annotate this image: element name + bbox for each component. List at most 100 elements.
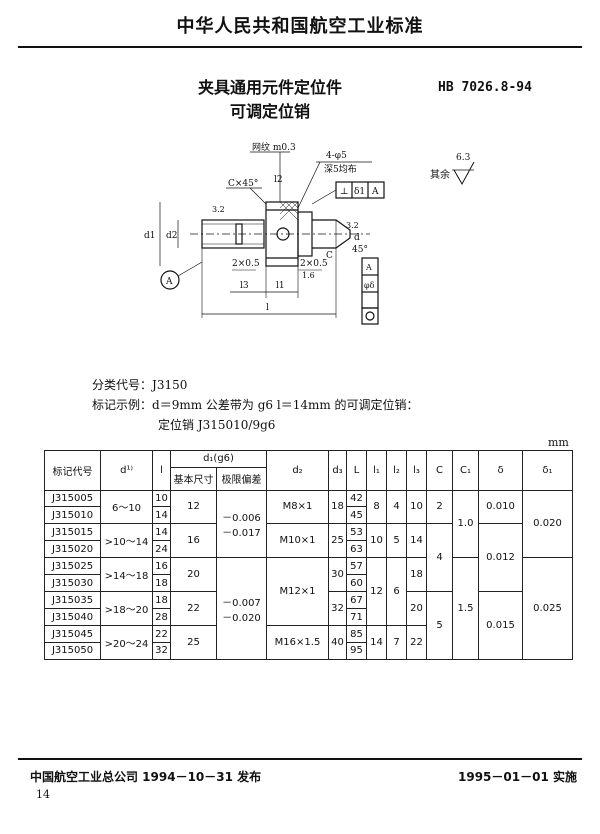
document-title-line2: 可调定位销: [229, 102, 310, 121]
L-cell: 42: [346, 489, 367, 508]
C-cell: 4: [426, 523, 453, 593]
header-rule: [18, 46, 582, 48]
d-range-cell: >10～14: [100, 523, 153, 559]
l-cell: 32: [152, 641, 171, 661]
l1-cell: 12: [366, 557, 387, 627]
l3-cell: 10: [406, 489, 427, 525]
class-code-line: 分类代号：J3150: [92, 376, 187, 393]
C1-cell: 1.0: [452, 489, 479, 559]
l2-cell: 4: [386, 489, 407, 525]
l-cell: 22: [152, 625, 171, 643]
spec-table: 标记代号 d¹⁾ l d₁(g6) d₂ d₃ L l₁ l₂ l₃ C C₁ …: [44, 450, 573, 661]
l-cell: 18: [152, 591, 171, 610]
hdr-d: d¹⁾: [100, 450, 153, 491]
d1-dev-cell: －0.007 －0.020: [216, 557, 267, 660]
hdr-l1: l₁: [366, 450, 387, 491]
example-line: 标记示例：d＝9mm 公差带为 g6 l＝14mm 的可调定位销：: [92, 396, 419, 413]
l1-cell: 8: [366, 489, 387, 525]
l2-cell: 6: [386, 557, 407, 627]
l1-cell: 10: [366, 523, 387, 559]
L-cell: 95: [346, 641, 367, 661]
l-cell: 18: [152, 574, 171, 593]
footer-rule: [18, 758, 582, 760]
hdr-L: L: [346, 450, 367, 491]
label-l3: l3: [240, 281, 249, 291]
tol1-value: δ1: [354, 187, 365, 197]
pin-technical-drawing: 网纹 m0.3 4-φ5 深5均布 其余 6.3 C×45° l2 d1 d2 …: [144, 142, 475, 325]
mark-cell: J315005: [44, 489, 101, 508]
label-datum: A: [165, 277, 173, 287]
mark-cell: J315020: [44, 540, 101, 559]
d1-dev-upper: －0.007: [222, 597, 261, 609]
l3-cell: 20: [406, 591, 427, 627]
mark-cell: J315035: [44, 591, 101, 610]
hdr-mark: 标记代号: [44, 450, 101, 491]
d1-basic-cell: 12: [170, 489, 217, 525]
l3-cell: 18: [406, 557, 427, 593]
l-cell: 24: [152, 540, 171, 559]
d-range-cell: >14～18: [100, 557, 153, 593]
delta1-cell: 0.025: [522, 557, 573, 660]
hdr-d1: d₁(g6): [170, 450, 267, 468]
label-angle: 45°: [352, 245, 368, 255]
example-mark: 定位销 J315010/9g6: [158, 418, 276, 432]
l2-cell: 5: [386, 523, 407, 559]
mark-cell: J315015: [44, 523, 101, 542]
label-rest: 其余: [430, 168, 450, 181]
l3-cell: 14: [406, 523, 427, 559]
mark-cell: J315050: [44, 641, 101, 661]
hdr-dev: 极限偏差: [216, 466, 267, 491]
d2-cell: M8×1: [266, 489, 329, 525]
d3-cell: 18: [328, 489, 347, 525]
mark-cell: J315030: [44, 574, 101, 593]
label-groove-right: 2×0.5: [300, 259, 328, 269]
C-cell: 5: [426, 591, 453, 660]
roughness-mid: 1.6: [302, 271, 315, 280]
mark-cell: J315025: [44, 557, 101, 576]
L-cell: 67: [346, 591, 367, 610]
l-cell: 14: [152, 523, 171, 542]
d1-dev-lower: －0.020: [222, 612, 261, 624]
tol1-ref: A: [371, 187, 379, 197]
d3-cell: 25: [328, 523, 347, 559]
hdr-delta1: δ₁: [522, 450, 573, 491]
d-range-cell: >18～20: [100, 591, 153, 627]
hdr-C1: C₁: [452, 450, 479, 491]
d2-cell: M16×1.5: [266, 625, 329, 660]
mark-cell: J315045: [44, 625, 101, 643]
delta1-cell: 0.020: [522, 489, 573, 559]
L-cell: 57: [346, 557, 367, 576]
hdr-l3: l₃: [406, 450, 427, 491]
hdr-d2: d₂: [266, 450, 329, 491]
label-chamfer: C×45°: [228, 179, 258, 189]
tol2-ref: A: [365, 263, 372, 272]
delta-cell: 0.010: [478, 489, 523, 525]
effective-date: 1995－01－01 实施: [458, 770, 577, 784]
d-range-cell: 6～10: [100, 489, 153, 525]
document-title-line1: 夹具通用元件定位件: [197, 78, 342, 97]
hdr-l2: l₂: [386, 450, 407, 491]
example-label: 标记示例：: [92, 398, 153, 412]
L-cell: 63: [346, 540, 367, 559]
label-d: d: [354, 233, 360, 243]
publisher-line: 中国航空工业总公司 1994－10－31 发布: [30, 770, 262, 784]
L-cell: 85: [346, 625, 367, 643]
roughness-right: 3.2: [346, 221, 359, 230]
d3-cell: 30: [328, 557, 347, 593]
C1-cell: 1.5: [452, 557, 479, 660]
tol2-value: φδ: [364, 281, 375, 290]
d2-cell: M10×1: [266, 523, 329, 559]
hdr-basic: 基本尺寸: [170, 466, 217, 491]
d1-basic-cell: 25: [170, 625, 217, 660]
standard-header-title: 中华人民共和国航空工业标准: [176, 16, 424, 37]
d1-dev-lower: －0.017: [222, 527, 261, 539]
roughness-left: 3.2: [212, 205, 225, 214]
mark-cell: J315040: [44, 608, 101, 627]
hdr-delta: δ: [478, 450, 523, 491]
hdr-C: C: [426, 450, 453, 491]
d1-basic-cell: 16: [170, 523, 217, 559]
label-l: l: [266, 303, 269, 313]
C-cell: 2: [426, 489, 453, 525]
d-range-cell: >20～24: [100, 625, 153, 660]
L-cell: 45: [346, 506, 367, 525]
